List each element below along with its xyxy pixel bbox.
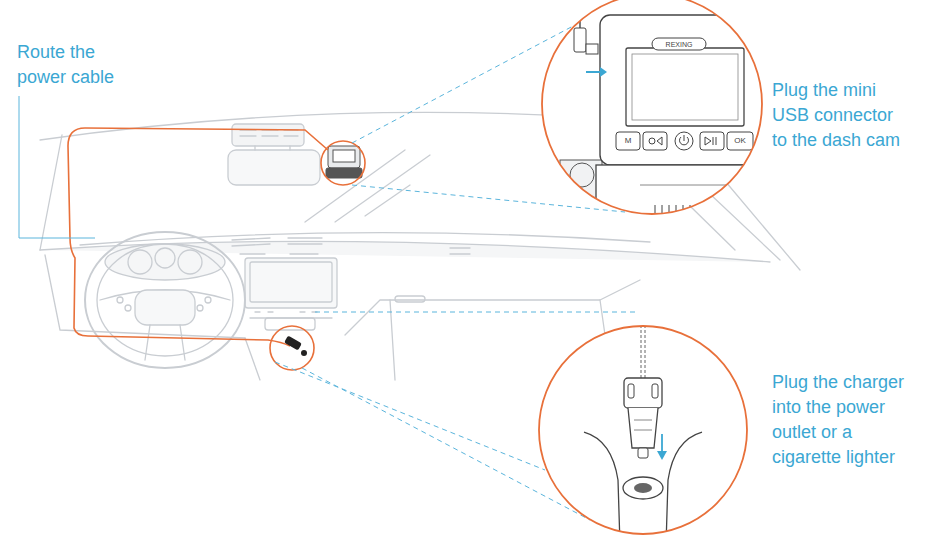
step-callout: Plug the charger into the power outlet o… [772, 370, 924, 470]
button-label: OK [727, 135, 753, 147]
step-callout: Plug the mini USB connector to the dash … [772, 78, 912, 153]
button-label: M [616, 135, 640, 147]
brand-label: REXING [652, 40, 706, 49]
step-callout: Route the power cable [17, 40, 137, 90]
